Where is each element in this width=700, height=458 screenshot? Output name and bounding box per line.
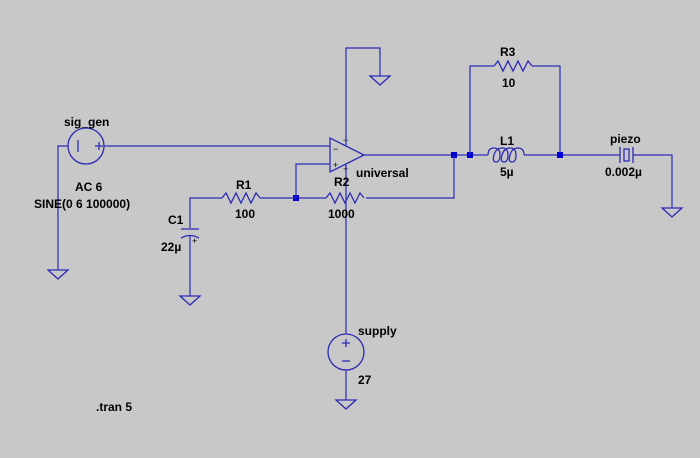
piezo-value-label: 0.002µ xyxy=(605,165,642,179)
c1-value-label: 22µ xyxy=(161,240,181,254)
wire-r3-right xyxy=(532,65,561,155)
ground-symbol-siggen xyxy=(46,269,70,280)
spice-directive[interactable]: .tran 5 xyxy=(96,400,132,414)
wire-r3-left xyxy=(469,65,494,155)
wire-piezo-to-ground xyxy=(633,154,673,208)
r2-value-label: 1000 xyxy=(328,207,355,221)
resistor-r2[interactable] xyxy=(325,191,365,205)
wire-siggen-to-ground xyxy=(57,145,68,270)
supply-value-label: 27 xyxy=(358,373,372,387)
l1-name-label: L1 xyxy=(500,134,514,148)
resistor-r1[interactable] xyxy=(221,191,261,205)
opamp-symbol[interactable] xyxy=(329,136,366,174)
sig-gen-sine-label: SINE(0 6 100000) xyxy=(34,197,130,211)
r1-name-label: R1 xyxy=(236,178,252,192)
sig-gen-name-label: sig_gen xyxy=(64,115,109,129)
r1-value-label: 100 xyxy=(235,207,255,221)
junction-node-l1-r3 xyxy=(557,152,563,158)
wire-opamp-rail-to-ground xyxy=(345,47,381,146)
sig-gen-source[interactable] xyxy=(67,127,105,165)
ground-symbol-piezo xyxy=(660,207,684,218)
ground-symbol-c1 xyxy=(178,295,202,306)
piezo-element[interactable] xyxy=(619,147,634,163)
opamp-minus-pin-label: − xyxy=(333,144,338,154)
ground-symbol-rail xyxy=(368,75,392,86)
supply-name-label: supply xyxy=(358,324,397,338)
piezo-name-label: piezo xyxy=(610,132,641,146)
ground-symbol-supply xyxy=(334,399,358,410)
r2-name-label: R2 xyxy=(334,175,350,189)
wire-c1-to-r1 xyxy=(189,197,222,228)
opamp-plus-pin-label: + xyxy=(333,160,338,170)
wire-output-to-r2 xyxy=(366,155,455,199)
c1-name-label: C1 xyxy=(168,213,184,227)
sig-gen-ac-label: AC 6 xyxy=(75,180,103,194)
r3-name-label: R3 xyxy=(500,45,516,59)
resistor-r3[interactable] xyxy=(493,59,533,73)
r3-value-label: 10 xyxy=(502,76,516,90)
wire-node-to-opamp-plus xyxy=(295,163,330,198)
capacitor-c1[interactable] xyxy=(180,228,200,239)
inductor-l1[interactable] xyxy=(487,147,525,163)
supply-source[interactable] xyxy=(327,333,365,371)
opamp-name-label: universal xyxy=(356,166,409,180)
l1-value-label: 5µ xyxy=(500,165,514,179)
c1-polarity-label: + xyxy=(192,236,197,246)
